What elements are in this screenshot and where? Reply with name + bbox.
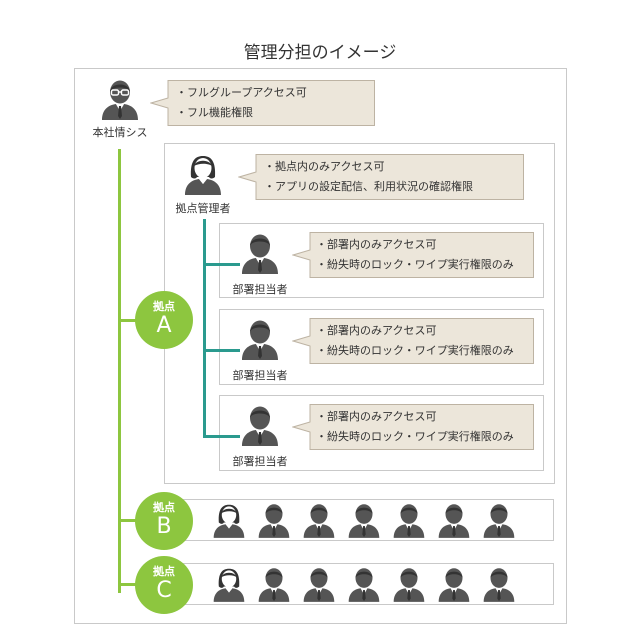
site-a-badge: 拠点 A xyxy=(135,291,193,349)
person-male-icon xyxy=(302,502,336,542)
site-b-prefix: 拠点 xyxy=(153,501,175,514)
hq-point-1: ・フルグループアクセス可 xyxy=(176,86,307,99)
manager-trunk-line xyxy=(203,219,206,438)
department-label-3: 部署担当者 xyxy=(232,455,288,468)
hq-point-2: ・フル機能権限 xyxy=(176,106,253,119)
department-1-point-1: ・部署内のみアクセス可 xyxy=(316,238,437,251)
person-glasses-icon xyxy=(100,78,140,120)
site-c-badge: 拠点 C xyxy=(135,556,193,614)
department-label-1: 部署担当者 xyxy=(232,283,288,296)
dept-branch-1 xyxy=(203,263,240,266)
hq-label: 本社情シス xyxy=(92,126,148,139)
person-male-icon xyxy=(437,566,471,606)
person-male-icon xyxy=(240,318,280,360)
department-permissions-bubble-2: ・部署内のみアクセス可 ・紛失時のロック・ワイプ実行権限のみ xyxy=(292,318,534,364)
person-male-icon xyxy=(240,232,280,274)
site-c-prefix: 拠点 xyxy=(153,565,175,578)
site-b-letter: B xyxy=(156,514,172,539)
person-female-icon xyxy=(183,153,223,195)
person-male-icon xyxy=(392,566,426,606)
person-male-icon xyxy=(347,566,381,606)
department-3-point-2: ・紛失時のロック・ワイプ実行権限のみ xyxy=(316,430,514,443)
site-manager-label: 拠点管理者 xyxy=(175,202,231,215)
department-3-point-1: ・部署内のみアクセス可 xyxy=(316,410,437,423)
site-c-letter: C xyxy=(156,578,172,603)
site-b-members xyxy=(212,502,552,538)
department-2-point-1: ・部署内のみアクセス可 xyxy=(316,324,437,337)
dept-branch-2 xyxy=(203,349,240,352)
person-male-icon xyxy=(257,502,291,542)
person-male-icon xyxy=(482,502,516,542)
person-male-icon xyxy=(482,566,516,606)
site-manager-point-2: ・アプリの設定配信、利用状況の確認権限 xyxy=(264,180,473,193)
site-c-members xyxy=(212,566,552,602)
person-male-icon xyxy=(257,566,291,606)
department-permissions-bubble-3: ・部署内のみアクセス可 ・紛失時のロック・ワイプ実行権限のみ xyxy=(292,404,534,450)
site-a-prefix: 拠点 xyxy=(153,300,175,313)
person-male-icon xyxy=(437,502,471,542)
person-male-icon xyxy=(347,502,381,542)
site-a-letter: A xyxy=(156,313,172,338)
person-male-icon xyxy=(240,404,280,446)
department-1-point-2: ・紛失時のロック・ワイプ実行権限のみ xyxy=(316,258,514,271)
person-male-icon xyxy=(302,566,336,606)
department-label-2: 部署担当者 xyxy=(232,369,288,382)
department-permissions-bubble-1: ・部署内のみアクセス可 ・紛失時のロック・ワイプ実行権限のみ xyxy=(292,232,534,278)
site-b-badge: 拠点 B xyxy=(135,492,193,550)
site-manager-permissions-bubble: ・拠点内のみアクセス可 ・アプリの設定配信、利用状況の確認権限 xyxy=(238,154,524,200)
person-female-icon xyxy=(212,566,246,606)
site-manager-point-1: ・拠点内のみアクセス可 xyxy=(264,160,385,173)
person-male-icon xyxy=(392,502,426,542)
hq-permissions-bubble: ・フルグループアクセス可 ・フル機能権限 xyxy=(150,80,375,126)
department-2-point-2: ・紛失時のロック・ワイプ実行権限のみ xyxy=(316,344,514,357)
person-female-icon xyxy=(212,502,246,542)
hq-trunk-line xyxy=(118,149,121,593)
diagram-title: 管理分担のイメージ xyxy=(243,43,397,63)
dept-branch-3 xyxy=(203,435,240,438)
